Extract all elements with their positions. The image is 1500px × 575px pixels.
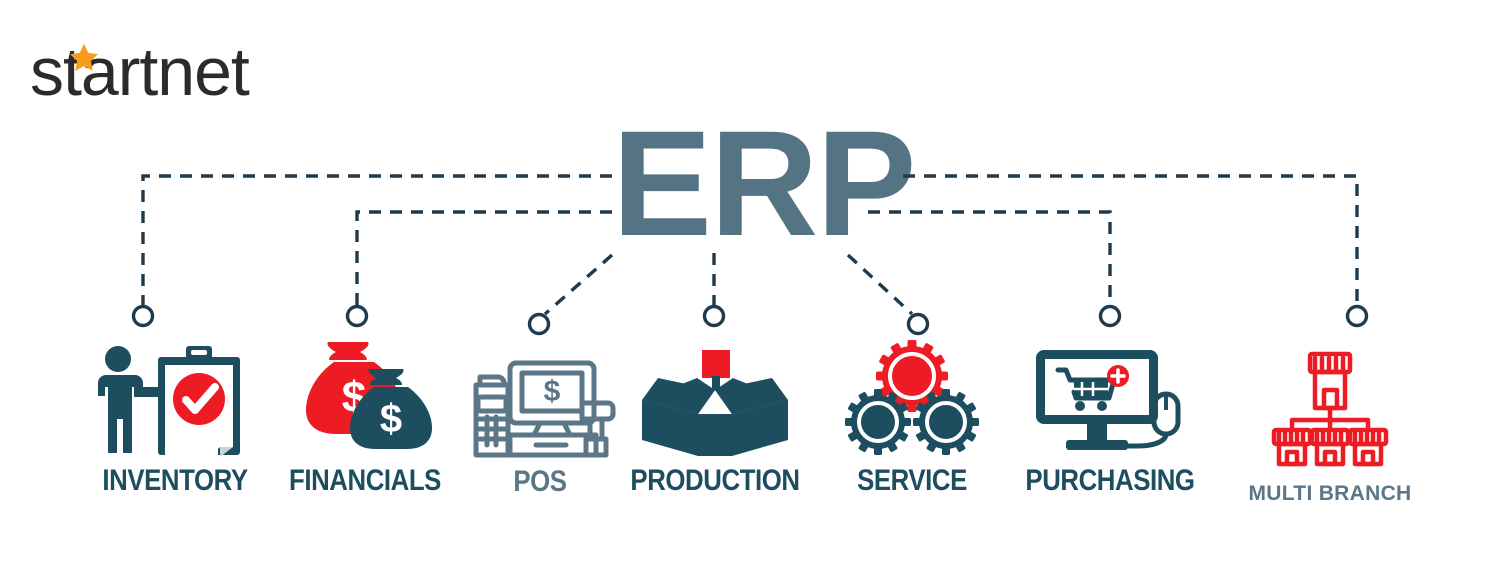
- store-hierarchy-icon: [1271, 351, 1389, 467]
- connector-multibranch: [903, 174, 1359, 306]
- connector-endpoint-multibranch: [1345, 304, 1369, 328]
- node-production[interactable]: PRODUCTION: [615, 330, 815, 498]
- connector-endpoint-inventory: [131, 304, 155, 328]
- node-service[interactable]: SERVICE: [812, 330, 1012, 498]
- node-pos[interactable]: $ POS: [440, 345, 640, 499]
- connector-endpoint-financials: [345, 304, 369, 328]
- icon-production-wrap: [615, 330, 815, 458]
- icon-purchasing-wrap: [1010, 330, 1210, 458]
- icon-pos-wrap: $: [440, 345, 640, 463]
- node-label-financials: FINANCIALS: [289, 464, 441, 497]
- brand-name: startnet: [30, 34, 250, 110]
- svg-text:$: $: [380, 397, 402, 441]
- node-purchasing[interactable]: PURCHASING: [1010, 330, 1210, 498]
- money-bags-icon: $ $: [306, 342, 432, 449]
- icon-financials-wrap: $ $: [265, 330, 465, 458]
- connector-endpoint-pos: [527, 312, 551, 336]
- open-box-icon: [642, 350, 788, 456]
- node-label-inventory: INVENTORY: [102, 464, 248, 497]
- star-icon: [70, 43, 98, 71]
- connector-financials: [355, 210, 612, 306]
- connector-endpoint-purchasing: [1098, 304, 1122, 328]
- brand-logo[interactable]: startnet: [30, 20, 330, 110]
- icon-service-wrap: [812, 330, 1012, 458]
- connector-endpoint-production: [702, 304, 726, 328]
- clipboard-checklist-icon: [98, 346, 240, 457]
- icon-multibranch-wrap: [1230, 340, 1430, 468]
- connector-inventory: [141, 174, 612, 306]
- node-label-multibranch: MULTI BRANCH: [1248, 482, 1412, 505]
- monitor-cart-mouse-icon: [1036, 350, 1181, 450]
- connector-pos: [543, 253, 614, 316]
- node-financials[interactable]: $ $ FINANCIALS: [265, 330, 465, 498]
- svg-text:$: $: [544, 375, 561, 408]
- node-inventory[interactable]: INVENTORY: [75, 330, 275, 498]
- connector-endpoint-service: [906, 312, 930, 336]
- connector-service: [846, 253, 914, 316]
- node-label-purchasing: PURCHASING: [1025, 464, 1195, 497]
- gears-icon: [845, 340, 979, 455]
- node-multibranch[interactable]: MULTI BRANCH: [1230, 340, 1430, 506]
- node-label-pos: POS: [513, 465, 567, 498]
- icon-inventory-wrap: [75, 330, 275, 458]
- point-of-sale-icon: $: [473, 360, 616, 458]
- connector-purchasing: [868, 210, 1112, 306]
- node-label-service: SERVICE: [857, 464, 967, 497]
- page-title: ERP: [612, 99, 916, 267]
- node-label-production: PRODUCTION: [630, 464, 800, 497]
